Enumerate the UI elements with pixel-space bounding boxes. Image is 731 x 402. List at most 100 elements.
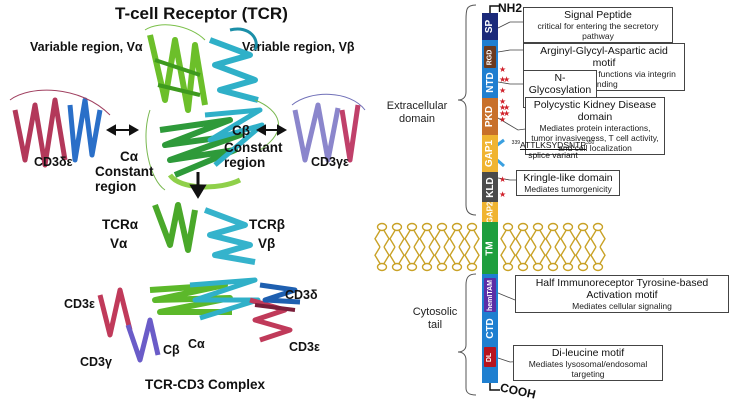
lipid-tail xyxy=(515,246,531,264)
segment-gap1: GAP1 xyxy=(482,135,498,172)
glyco-star: ★ xyxy=(499,175,507,184)
lipid-head xyxy=(532,222,544,232)
lipid-tail xyxy=(404,246,420,264)
lipid-tail xyxy=(530,230,546,248)
signal-peptide-desc: critical for entering the secretory path… xyxy=(537,21,659,41)
lipid-tail xyxy=(530,246,546,264)
lipid-tail xyxy=(464,246,480,264)
lipid-head xyxy=(451,262,463,272)
lipid-tail xyxy=(515,230,531,248)
c-beta-region-label: region xyxy=(224,155,266,170)
tcr-alpha-label: TCRα xyxy=(102,217,139,232)
dl-title: Di-leucine motif xyxy=(551,347,625,359)
lipid-head xyxy=(577,262,589,272)
assembly-arrow-down xyxy=(189,172,207,199)
complex-cd3-epsilon-right-label: CD3ε xyxy=(289,340,320,354)
lipid-head xyxy=(532,262,544,272)
lipid-head xyxy=(466,262,478,272)
lipid-tail xyxy=(560,246,576,264)
complex-cd3-gamma-label: CD3γ xyxy=(80,355,112,369)
splice-sequence: ATTLKSYDSNTP xyxy=(520,140,586,150)
lipid-tail xyxy=(545,246,561,264)
lipid-head xyxy=(451,222,463,232)
cd3-gamma-epsilon-structure xyxy=(291,93,366,163)
glyco-star: ★ xyxy=(503,103,511,112)
c-beta-label: Cβ xyxy=(232,123,250,138)
lipid-tail xyxy=(575,246,591,264)
n-terminus-label: NH2 xyxy=(498,1,523,15)
motif-dl: DL xyxy=(484,347,496,367)
lipid-head xyxy=(391,222,403,232)
lipid-tail xyxy=(434,246,450,264)
lipid-head xyxy=(376,262,388,272)
variable-region-alpha-label: Variable region, Vα xyxy=(30,40,143,54)
dl-callout: Di-leucine motif Mediates lysosomal/endo… xyxy=(513,345,663,381)
kld-callout: Kringle-like domain Mediates tumorgenici… xyxy=(516,170,620,196)
lipid-head xyxy=(391,262,403,272)
glyco-star: ★ xyxy=(503,75,511,84)
tcr-beta-label: TCRβ xyxy=(249,217,285,232)
lipid-head xyxy=(466,222,478,232)
splice-variant-annotation: 339ATTLKSYDSNTP350 splice variant xyxy=(508,140,598,160)
lipid-tail xyxy=(590,230,606,248)
lipid-head xyxy=(547,222,559,232)
signal-peptide-title: Signal Peptide xyxy=(564,9,632,21)
complex-cd3-epsilon-left-label: CD3ε xyxy=(64,297,95,311)
glyco-star: ★ xyxy=(499,103,507,112)
glyco-star: ★ xyxy=(499,86,507,95)
segment-gap2: GAP2 xyxy=(482,201,498,223)
pkd-desc: Mediates protein interactions, tumor inv… xyxy=(531,123,659,153)
lipid-head xyxy=(502,222,514,232)
cd3-delta-epsilon-label: CD3δε xyxy=(34,155,73,169)
cytosolic-brace xyxy=(457,273,477,396)
splice-start: 339 xyxy=(511,140,521,147)
lipid-head xyxy=(562,262,574,272)
domain-diagram-lines xyxy=(374,4,606,396)
c-alpha-region-label: region xyxy=(95,179,137,194)
lipid-head xyxy=(421,222,433,232)
lipid-head xyxy=(436,262,448,272)
lipid-tail xyxy=(374,230,390,248)
tcr-cd3-complex-title: TCR-CD3 Complex xyxy=(145,377,266,392)
binding-arrow-right xyxy=(255,124,288,136)
splice-end: 350 xyxy=(585,140,595,147)
v-alpha-label: Vα xyxy=(110,236,128,251)
pkd-callout: Polycystic Kidney Disease domain Mediate… xyxy=(525,97,665,155)
rgd-title: Arginyl-Glycyl-Aspartic acid motif xyxy=(540,45,668,69)
extracellular-domain-label: Extracellular domain xyxy=(386,100,448,125)
segment-sp: SP xyxy=(482,13,498,40)
glycosylation-title: N-Glycosylation xyxy=(528,72,592,96)
lipid-tail xyxy=(419,246,435,264)
tcr-title: T-cell Receptor (TCR) xyxy=(115,4,288,23)
lipid-tail xyxy=(575,230,591,248)
hemitam-title: Half Immunoreceptor Tyrosine-based Activ… xyxy=(535,277,709,301)
lipid-tail xyxy=(590,246,606,264)
cd3-gamma-epsilon-label: CD3γε xyxy=(311,155,349,169)
glyco-star: ★ xyxy=(499,115,507,124)
complex-c-beta-label: Cβ xyxy=(163,343,180,357)
splice-desc: splice variant xyxy=(528,150,578,160)
hemitam-callout: Half Immunoreceptor Tyrosine-based Activ… xyxy=(515,275,729,313)
lipid-tail xyxy=(464,230,480,248)
lipid-head xyxy=(592,222,604,232)
hemitam-desc: Mediates cellular signaling xyxy=(572,301,672,311)
cd3-delta-epsilon-structure xyxy=(9,89,111,168)
lipid-tail xyxy=(560,230,576,248)
lipid-tail xyxy=(449,246,465,264)
lipid-head xyxy=(421,262,433,272)
c-beta-constant-label: Constant xyxy=(224,140,283,155)
tcr-cd3-complex-structure xyxy=(97,202,301,363)
rgd-desc: Mediates cellular functions via integrin… xyxy=(532,69,676,89)
lipid-head xyxy=(406,222,418,232)
segment-pkd: PKD xyxy=(482,98,498,135)
tcr-v-beta-structure xyxy=(208,27,259,103)
glyco-star: ★ xyxy=(499,190,507,199)
lipid-tail xyxy=(389,230,405,248)
lipid-head xyxy=(376,222,388,232)
signal-peptide-callout: Signal Peptide critical for entering the… xyxy=(523,7,673,43)
kld-desc: Mediates tumorgenicity xyxy=(524,184,612,194)
complex-c-alpha-label: Cα xyxy=(188,337,205,351)
complex-cd3-delta-label: CD3δ xyxy=(285,288,318,302)
lipid-head xyxy=(517,262,529,272)
tcr-v-alpha-structure xyxy=(144,24,208,113)
